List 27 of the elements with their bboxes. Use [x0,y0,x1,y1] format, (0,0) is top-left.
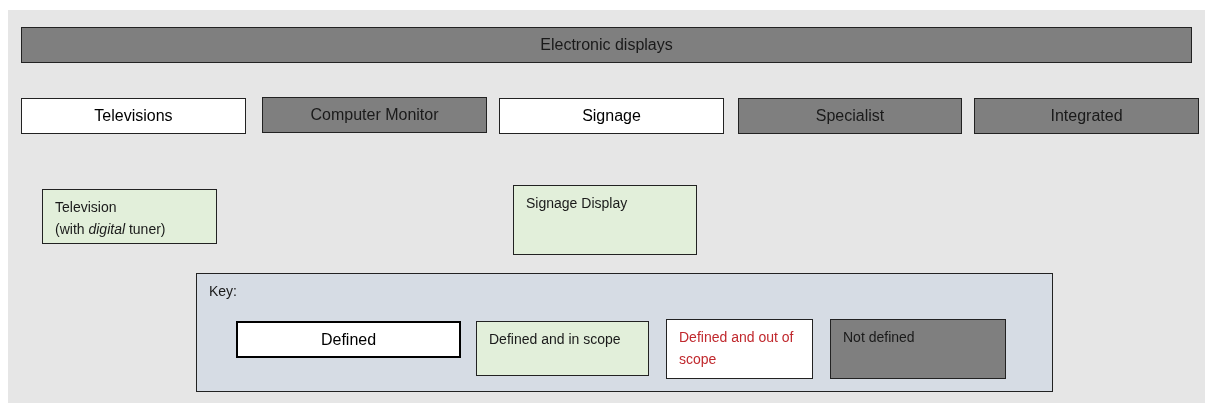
key-box [830,319,1006,379]
box-text: Television [55,198,118,217]
box-text: Electronic displays [540,35,673,55]
product-box [513,185,697,255]
box-text: Integrated [1050,106,1123,126]
category-box [21,27,1192,63]
category-box [21,98,246,134]
box-text: Computer Monitor [310,105,439,125]
product-box [42,189,217,244]
box-text: Key: [209,282,238,301]
box-text: Signage [582,106,641,126]
box-text: Not defined [843,328,916,347]
box-text: Defined and in scope [489,330,622,349]
key-box [476,321,649,376]
box-text: Defined and out of scope [679,328,795,369]
key-box [666,319,813,379]
category-box [499,98,724,134]
box-text: Specialist [815,106,885,126]
box-text: Defined [320,329,377,350]
key-box [236,321,461,358]
key-panel [196,273,1053,392]
box-text: (with digital tuner) [55,220,167,239]
box-text: Signage Display [526,194,629,213]
category-box [262,97,487,133]
category-box [738,98,962,134]
category-box [974,98,1199,134]
box-text: Televisions [94,106,173,126]
